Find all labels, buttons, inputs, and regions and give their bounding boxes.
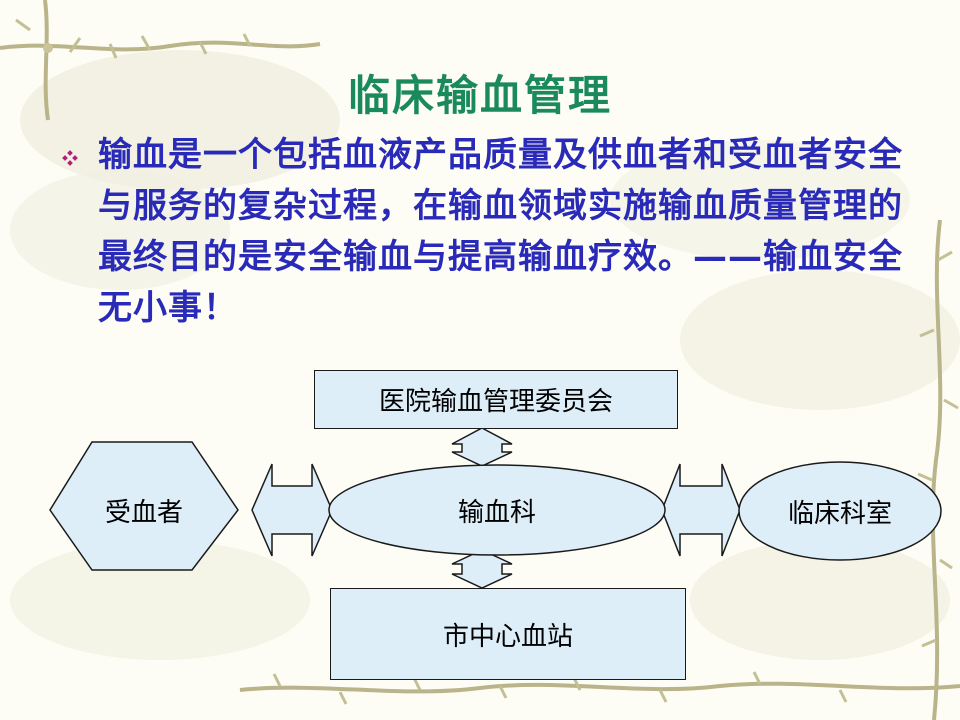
blood-station-label: 市中心血站 — [442, 621, 573, 652]
slide-body-text: 输血是一个包括血液产品质量及供血者和受血者安全与服务的复杂过程，在输血领域实施输… — [98, 135, 903, 328]
blood-station-box: 市中心血站 — [330, 588, 686, 680]
recipient-center-double-arrow — [251, 463, 333, 557]
center-label: 输血科 — [457, 497, 536, 528]
clinical-dept-ellipse — [738, 461, 942, 561]
committee-label: 医院输血管理委员会 — [378, 387, 613, 417]
diamond-bullet-icon — [62, 150, 78, 166]
slide-title: 临床输血管理 — [347, 71, 612, 120]
transfusion-dept-ellipse — [328, 464, 666, 556]
center-clinical-double-arrow — [661, 463, 741, 557]
recipient-hexagon — [49, 441, 239, 571]
committee-box: 医院输血管理委员会 — [314, 370, 678, 429]
committee-center-double-arrow — [451, 427, 513, 467]
clinical-label: 临床科室 — [787, 498, 892, 529]
recipient-label: 受血者 — [104, 497, 183, 528]
